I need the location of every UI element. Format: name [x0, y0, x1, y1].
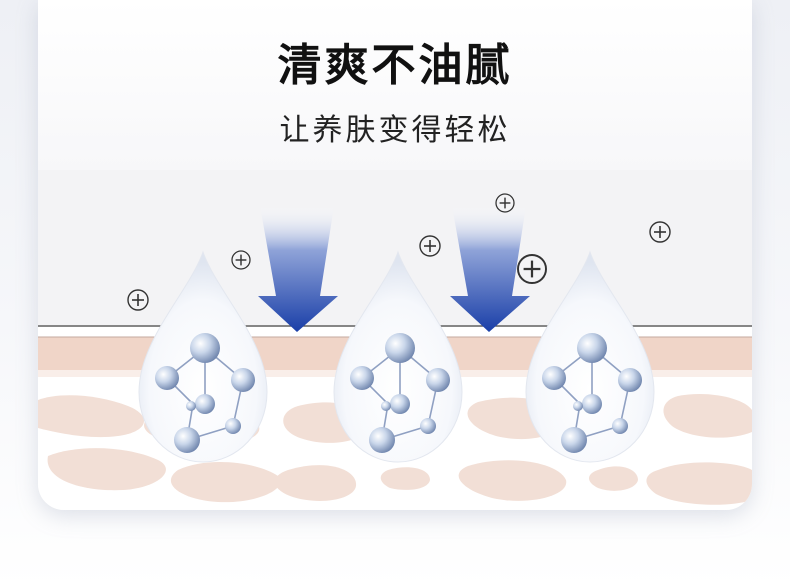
skin-scene-svg: [38, 170, 752, 510]
water-droplet-icon: [138, 250, 268, 463]
header: 清爽不油腻 让养肤变得轻松: [38, 0, 752, 171]
page-title: 清爽不油腻: [277, 40, 513, 91]
water-droplet-icon: [333, 250, 463, 463]
down-arrow-icon: [258, 206, 338, 332]
skin-illustration: [38, 170, 752, 510]
down-arrow-icon: [450, 206, 530, 332]
main-card: 清爽不油腻 让养肤变得轻松: [38, 0, 752, 510]
water-droplet-icon: [525, 250, 655, 463]
page-subtitle: 让养肤变得轻松: [279, 113, 511, 148]
